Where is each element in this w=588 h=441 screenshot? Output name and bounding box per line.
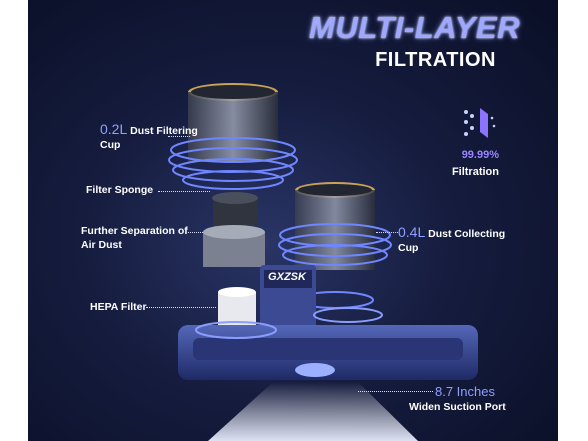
vacuum-base bbox=[178, 325, 478, 380]
suction-beam bbox=[208, 382, 418, 441]
small-cup-text: Dust Filtering bbox=[130, 125, 198, 137]
filtration-label: Filtration bbox=[451, 166, 499, 178]
airflow-rings-top bbox=[168, 137, 298, 190]
leader-line bbox=[158, 191, 210, 192]
headline-line2: FILTRATION bbox=[375, 49, 496, 71]
filtration-percent: 99.99% bbox=[461, 149, 499, 161]
small-cup-volume: 0.2L bbox=[100, 121, 128, 137]
separator bbox=[203, 225, 265, 267]
brand-logo: GXZSK bbox=[268, 271, 306, 283]
label-large-cup: 0.4L Dust Collecting Cup bbox=[398, 225, 505, 255]
airflow-rings-base bbox=[195, 307, 383, 339]
label-sponge: Filter Sponge bbox=[86, 184, 154, 196]
separation-line1: Further Separation of bbox=[81, 225, 188, 237]
leader-line bbox=[168, 136, 190, 137]
large-cup-volume: 0.4L bbox=[398, 224, 426, 240]
label-hepa: HEPA Filter bbox=[90, 301, 147, 313]
large-cup-text2: Cup bbox=[398, 242, 419, 254]
product-banner: MULTI-LAYER FILTRATION 0.2L Dust Filteri… bbox=[28, 0, 558, 441]
vacuum-illustration bbox=[168, 83, 478, 441]
small-cup-text2: Cup bbox=[100, 139, 121, 151]
large-cup-text: Dust Collecting bbox=[428, 228, 506, 240]
leader-line bbox=[376, 232, 398, 233]
leader-line bbox=[188, 232, 203, 233]
particles-filter-icon bbox=[464, 108, 496, 138]
label-small-cup: 0.2L Dust Filtering Cup bbox=[100, 122, 198, 152]
leader-line bbox=[358, 391, 433, 392]
port-width: 8.7 Inches bbox=[435, 384, 495, 399]
filter-sponge bbox=[212, 192, 258, 226]
label-separation: Further Separation of Air Dust bbox=[81, 224, 188, 252]
headline-line1: MULTI-LAYER bbox=[309, 10, 520, 45]
leader-line bbox=[146, 307, 216, 308]
port-label: Widen Suction Port bbox=[409, 401, 506, 413]
separation-line2: Air Dust bbox=[81, 239, 122, 251]
